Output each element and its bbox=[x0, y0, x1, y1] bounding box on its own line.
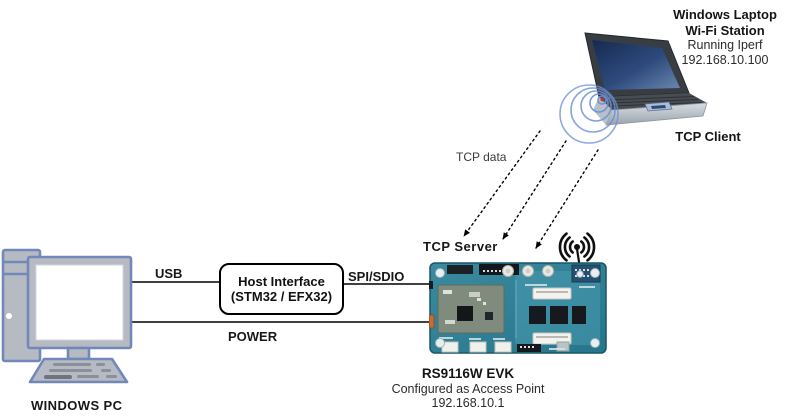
pcb-mount-holes bbox=[435, 268, 600, 348]
power-label: POWER bbox=[228, 329, 278, 344]
laptop-title-line2: Wi-Fi Station bbox=[685, 22, 765, 38]
pcb-power-connector bbox=[429, 314, 435, 329]
pc-power-button bbox=[6, 313, 12, 319]
dotted-arrow-3 bbox=[535, 149, 599, 249]
host-interface-line1: Host Interface bbox=[238, 274, 325, 289]
dotted-arrow-1 bbox=[463, 130, 541, 237]
wifi-waves-icon bbox=[559, 84, 619, 144]
desktop-pc-icon bbox=[1, 248, 133, 384]
tcp-client-label: TCP Client bbox=[675, 129, 741, 144]
tcp-client-label-wrap: TCP Client bbox=[648, 129, 768, 145]
pcb-ic-chips bbox=[529, 306, 586, 324]
windows-pc-label: WINDOWS PC bbox=[31, 398, 123, 413]
pcb-spi-pad bbox=[429, 281, 433, 289]
pc-stand bbox=[66, 346, 91, 361]
laptop-screen bbox=[592, 40, 680, 90]
host-interface-line2: (STM32 / EFX32) bbox=[230, 289, 333, 304]
wifi-center-dot bbox=[600, 97, 605, 102]
laptop-title-line1: Windows Laptop bbox=[673, 7, 777, 22]
laptop-info: Windows Laptop Wi-Fi Station Running Ipe… bbox=[640, 7, 801, 68]
laptop-icon bbox=[559, 32, 708, 144]
tcp-data-arrows bbox=[463, 130, 599, 249]
board-config: Configured as Access Point bbox=[391, 382, 545, 396]
board-info: RS9116W EVK Configured as Access Point 1… bbox=[368, 366, 568, 410]
laptop-ip: 192.168.10.100 bbox=[681, 53, 769, 67]
usb-label: USB bbox=[155, 266, 183, 281]
board-name: RS9116W EVK bbox=[421, 366, 515, 381]
dotted-arrow-2 bbox=[502, 140, 567, 240]
tcp-data-label: TCP data bbox=[456, 150, 507, 164]
board-ip: 192.168.10.1 bbox=[431, 396, 505, 410]
pcb-buttons bbox=[502, 265, 554, 277]
laptop-subtitle: Running Iperf bbox=[687, 38, 763, 52]
pc-screen bbox=[35, 264, 124, 341]
pcb-board-icon bbox=[429, 262, 607, 354]
antenna-icon bbox=[558, 232, 596, 265]
wired-links bbox=[131, 281, 430, 323]
pc-keyboard-keys bbox=[44, 363, 117, 379]
host-interface-box: Host Interface (STM32 / EFX32) bbox=[219, 263, 344, 315]
tcp-server-label: TCP Server bbox=[423, 239, 498, 254]
spi-sdio-label: SPI/SDIO bbox=[348, 269, 405, 284]
